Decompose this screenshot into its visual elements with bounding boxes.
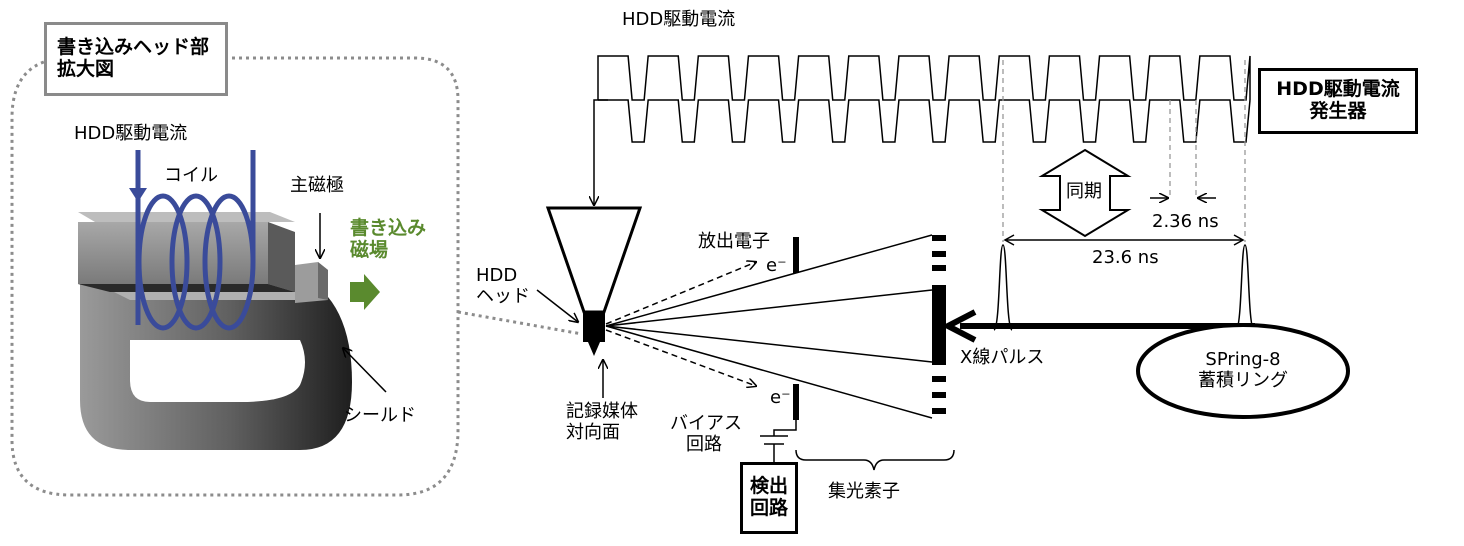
collector-lower	[793, 384, 799, 420]
generator-line2: 発生器	[1309, 100, 1367, 122]
field-label-line2: 磁場	[350, 238, 389, 261]
interval-dim-right-head	[1233, 234, 1245, 246]
emitted-electrons-label: 放出電子	[698, 231, 770, 252]
drive-current-waveform	[597, 55, 1251, 143]
storage-ring-label: SPring-8 蓄積リング	[1188, 349, 1298, 391]
xray-pulse-right	[1235, 244, 1255, 331]
detector-line2: 回路	[749, 497, 788, 519]
field-label: 書き込み 磁場	[350, 217, 427, 262]
lower-waveform	[598, 99, 1251, 143]
upper-waveform	[597, 55, 1251, 101]
focused-rays	[605, 234, 933, 419]
sync-double-arrow-icon	[1038, 148, 1132, 238]
focusing-brace	[795, 449, 955, 471]
focusing-element	[932, 235, 946, 414]
media-face-label: 記録媒体 対向面	[566, 401, 638, 443]
main-pole-label: 主磁極	[290, 175, 344, 196]
bias-line2: 回路	[686, 433, 722, 455]
inset-title-line1: 書き込みヘッド部	[57, 36, 210, 59]
ring-line1: SPring-8	[1205, 349, 1281, 370]
bias-circuit-label: バイアス 回路	[670, 413, 742, 455]
inset-current-label: HDD駆動電流	[74, 123, 188, 144]
period-label: 2.36 ns	[1152, 211, 1219, 232]
focusing-element-label: 集光素子	[828, 481, 900, 502]
hdd-head-tip	[583, 312, 605, 342]
generator-box: HDD駆動電流 発生器	[1258, 68, 1418, 134]
detector-box: 検出 回路	[740, 462, 798, 534]
head-label: HDD ヘッド	[476, 265, 530, 307]
storage-ring	[1136, 323, 1350, 419]
inset-title-box: 書き込みヘッド部 拡大図	[44, 22, 228, 96]
interval-dim-left-head	[1003, 234, 1015, 246]
media-face-line1: 記録媒体	[566, 401, 638, 422]
media-face-line2: 対向面	[566, 421, 620, 443]
xray-pulse-left	[993, 244, 1013, 331]
drive-current-label: HDD駆動電流	[622, 9, 736, 30]
detector-line1: 検出	[749, 475, 788, 498]
hdd-head-funnel	[545, 206, 643, 314]
xray-pulse-label: X線パルス	[960, 347, 1045, 368]
bias-line1: バイアス	[670, 413, 742, 434]
electron-lower-label: e⁻	[770, 387, 791, 408]
head-pointer	[536, 289, 578, 322]
hdd-head-point	[588, 342, 600, 356]
coil-label: コイル	[164, 165, 218, 186]
electron-path-lower	[605, 329, 756, 386]
generator-line1: HDD駆動電流	[1276, 78, 1400, 101]
sync-label: 同期	[1066, 181, 1102, 202]
field-label-line1: 書き込み	[350, 217, 427, 239]
inset-dotted-connector	[457, 310, 583, 336]
ring-line2: 蓄積リング	[1198, 369, 1288, 391]
shield-pointer	[343, 348, 387, 393]
collector-upper	[793, 237, 799, 273]
shield-label: シールド	[344, 405, 416, 426]
current-arrowhead	[129, 188, 147, 202]
sync-guides	[1002, 60, 1246, 242]
interval-label: 23.6 ns	[1092, 247, 1159, 268]
drive-current-feed-line	[594, 99, 608, 205]
xray-beam-arrowhead	[941, 309, 977, 343]
inset-title-line2: 拡大図	[57, 58, 115, 80]
bias-wire	[773, 420, 797, 436]
field-arrow-icon	[350, 274, 380, 310]
electron-upper-label: e⁻	[766, 255, 787, 276]
electron-path-upper	[605, 262, 756, 325]
head-label-line2: ヘッド	[476, 285, 530, 307]
inset-group	[10, 56, 583, 497]
head-label-line1: HDD	[476, 265, 518, 286]
